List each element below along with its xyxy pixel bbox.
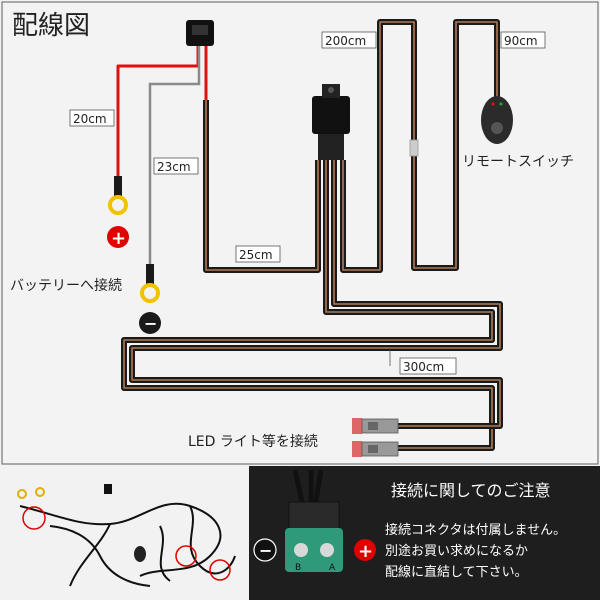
length-label-20: 20cm <box>69 109 115 127</box>
connector-minus-icon: − <box>253 538 277 562</box>
connector-plus-icon: + <box>354 539 376 562</box>
connector-label-a: A <box>329 563 336 573</box>
harness-photo <box>0 466 249 600</box>
length-label-300: 300cm <box>389 350 457 375</box>
connector-notice: B A − + 接続に関してのご注意 接続コネクタは付属しません。 別途お買い求… <box>249 466 600 600</box>
led-connector-lower-icon <box>352 441 399 457</box>
svg-text:90cm: 90cm <box>504 34 538 48</box>
led-connector-upper-icon <box>352 418 399 434</box>
notice-line-2: 別途お買い求めになるか <box>385 543 528 559</box>
length-label-200: 200cm <box>321 31 377 49</box>
svg-text:300cm: 300cm <box>403 360 444 374</box>
length-label-25: 25cm <box>235 245 281 263</box>
svg-text:25cm: 25cm <box>239 248 273 262</box>
diagram-frame <box>1 1 599 465</box>
length-label-90: 90cm <box>500 31 546 49</box>
notice-heading: 接続に関してのご注意 <box>391 481 551 500</box>
minus-sign: − <box>144 314 157 333</box>
connector-illustration: B A <box>285 469 343 573</box>
wiring-diagram: 配線図 <box>0 0 600 466</box>
svg-text:−: − <box>259 541 272 560</box>
remote-switch-icon <box>481 96 513 144</box>
plus-sign: + <box>111 228 126 249</box>
svg-text:20cm: 20cm <box>73 112 107 126</box>
notice-line-3: 配線に直結して下さい。 <box>385 564 528 580</box>
fuse-holder-icon <box>186 20 214 46</box>
svg-text:200cm: 200cm <box>325 34 366 48</box>
diagram-title: 配線図 <box>12 11 90 41</box>
remote-switch-label: リモートスイッチ <box>462 154 574 170</box>
ground-wire <box>148 44 201 278</box>
negative-terminal-icon: − <box>139 264 161 334</box>
connector-label-b: B <box>295 563 301 573</box>
photo-highlight-left <box>22 506 46 530</box>
led-label: LED ライト等を接続 <box>188 433 318 450</box>
svg-text:23cm: 23cm <box>157 160 191 174</box>
notice-line-1: 接続コネクタは付属しません。 <box>385 522 566 538</box>
inline-connector-icon <box>409 139 419 157</box>
length-label-23: 23cm <box>153 157 199 175</box>
battery-label: バッテリーへ接続 <box>10 277 122 294</box>
positive-terminal-icon: + <box>107 176 129 249</box>
main-harness <box>121 19 503 451</box>
svg-text:+: + <box>358 541 373 562</box>
relay-icon <box>312 84 350 160</box>
photo-highlight-mid <box>175 545 197 567</box>
photo-highlight-right <box>209 559 231 581</box>
